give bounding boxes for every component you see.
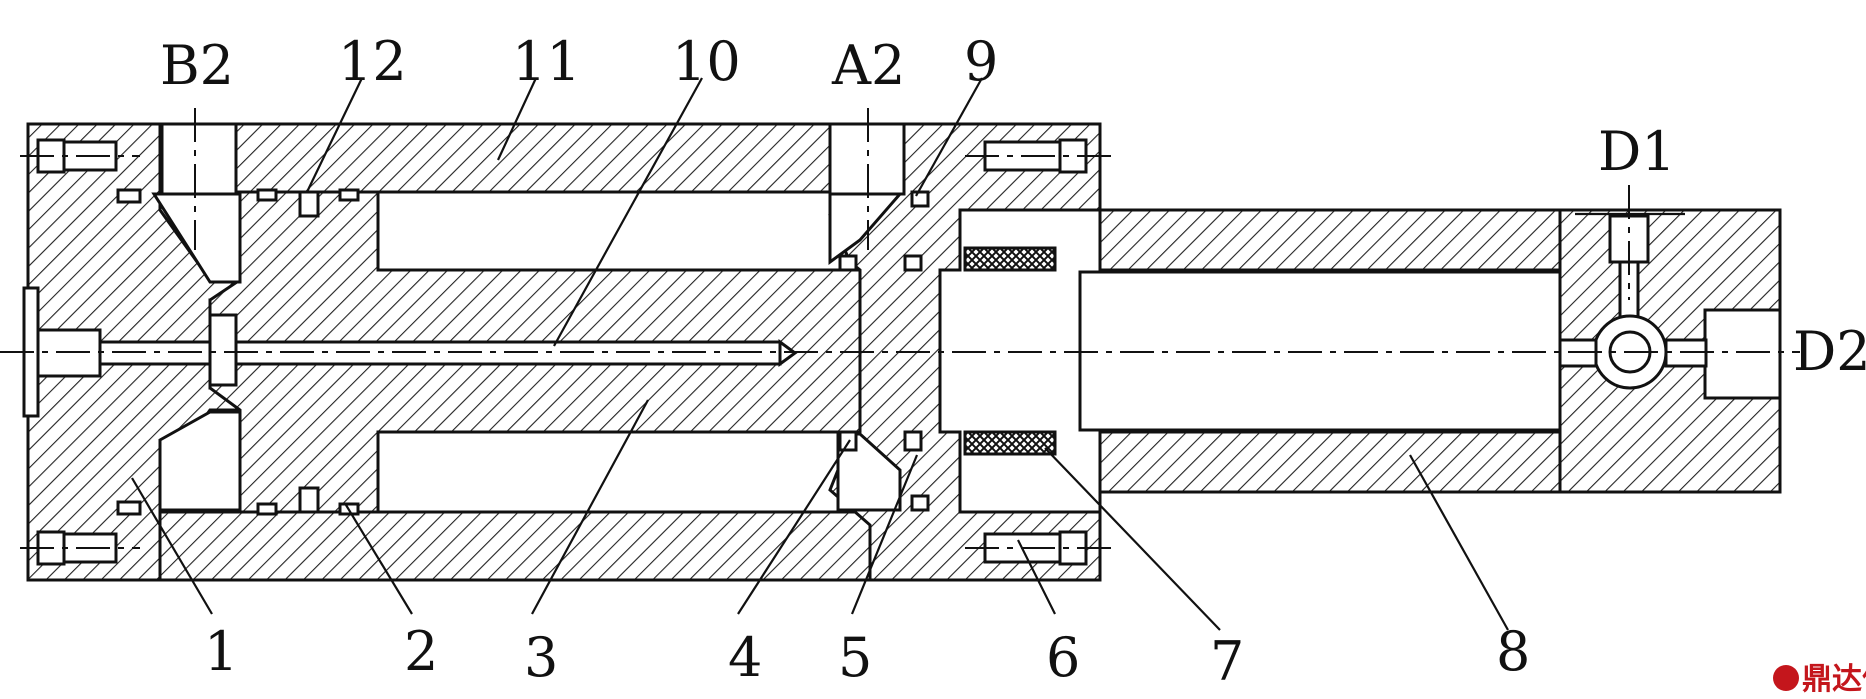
part-number-labels: 12 11 10 9 1 2 3 4 5 6 7 8	[204, 30, 1530, 693]
label-part-9: 9	[964, 30, 998, 93]
leader-9	[915, 77, 983, 197]
label-part-12: 12	[338, 30, 407, 93]
label-part-3: 3	[524, 626, 558, 689]
label-part-1: 1	[204, 620, 238, 683]
leader-3	[531, 399, 649, 615]
watermark-logo-icon	[1773, 665, 1799, 691]
label-part-2: 2	[404, 620, 438, 683]
guide-bushing-top	[963, 246, 1057, 272]
watermark: 鼎达信	[1773, 662, 1866, 697]
leader-6	[1017, 539, 1056, 615]
label-d2: D2	[1793, 320, 1866, 383]
leader-lines	[131, 77, 1685, 631]
leader-10	[553, 77, 703, 347]
port-b2-bore	[160, 122, 238, 196]
label-part-6: 6	[1046, 626, 1080, 689]
watermark-text: 鼎达信	[1802, 662, 1866, 697]
guide-bushing-bottom	[963, 430, 1057, 456]
center-lines	[0, 108, 1800, 549]
label-b2: B2	[160, 34, 234, 97]
label-part-10: 10	[672, 30, 741, 93]
label-part-5: 5	[838, 626, 872, 689]
leader-2	[345, 504, 413, 615]
label-part-4: 4	[728, 626, 762, 689]
leader-7	[1044, 447, 1221, 631]
leader-8	[1409, 454, 1509, 631]
port-labels: B2 A2 D1 D2	[160, 34, 1866, 383]
label-part-7: 7	[1210, 630, 1244, 693]
leader-5	[850, 454, 919, 615]
label-part-11: 11	[512, 30, 581, 93]
label-a2: A2	[831, 34, 905, 97]
leader-12	[306, 77, 363, 193]
leader-11	[497, 77, 537, 161]
label-part-8: 8	[1496, 620, 1530, 683]
leader-4	[737, 439, 851, 615]
label-d1: D1	[1598, 120, 1676, 183]
leader-1	[131, 477, 213, 615]
port-d2-bore	[1703, 308, 1782, 400]
